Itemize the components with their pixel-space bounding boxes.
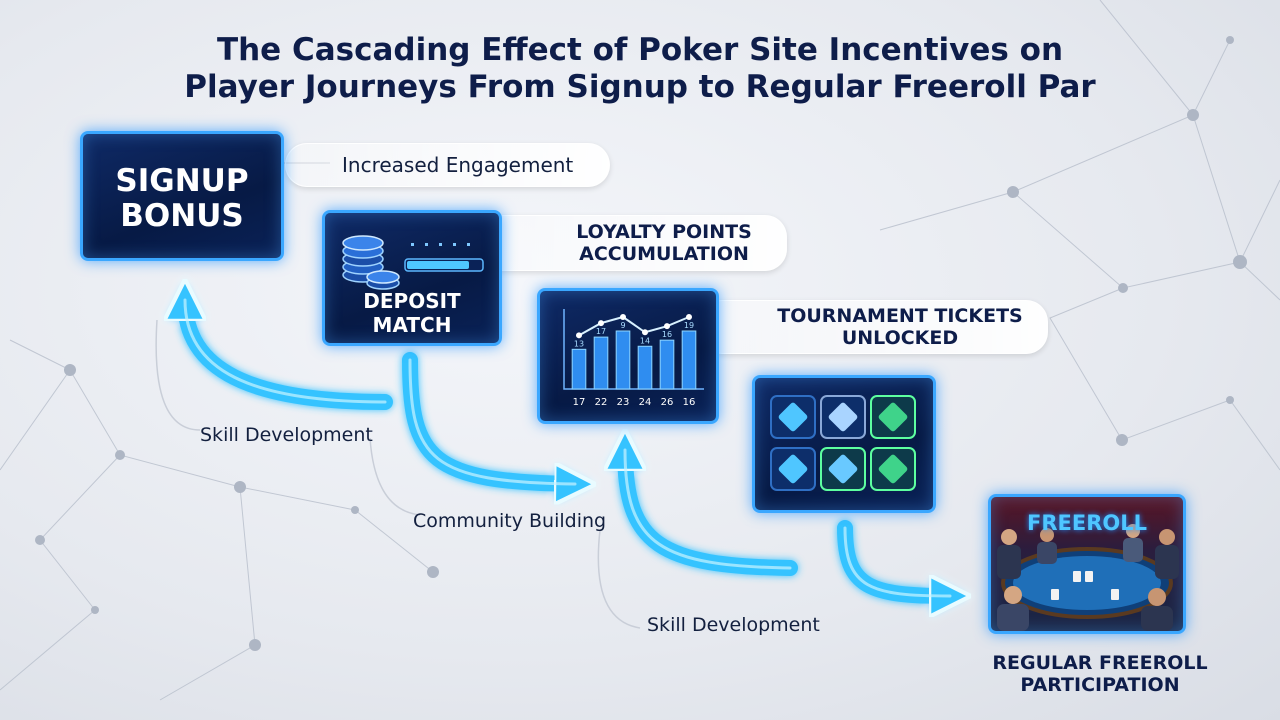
- path-label-skill-2: Skill Development: [647, 614, 820, 636]
- diagram-title: The Cascading Effect of Poker Site Incen…: [140, 32, 1140, 106]
- chart-bar-label: 13: [574, 339, 584, 348]
- signup-line-2: BONUS: [120, 198, 244, 234]
- chart-point: [686, 314, 692, 320]
- node-freeroll-table: FREEROLL: [988, 494, 1186, 634]
- callout-tickets-line1: TOURNAMENT TICKETS: [777, 305, 1023, 327]
- arrow-tickets-to-freeroll: [837, 520, 950, 596]
- chart-axis: [563, 309, 704, 390]
- node-loyalty-chart: 13 17 17 22 9 23 14 24 16 26 19 16: [537, 288, 719, 424]
- callout-engagement: [285, 143, 610, 187]
- chart-x-tick: 17: [573, 397, 586, 408]
- chart-x-tick: 16: [683, 397, 696, 408]
- chart-bar: [593, 336, 609, 390]
- chart-bar: [659, 339, 675, 390]
- callout-loyalty-line1: LOYALTY POINTS: [576, 221, 752, 243]
- chart-bar-label: 19: [684, 321, 694, 330]
- callout-engagement-text: Increased Engagement: [342, 153, 574, 177]
- chart-x-tick: 24: [639, 397, 652, 408]
- deposit-line-2: MATCH: [372, 313, 452, 337]
- callout-tickets: [700, 300, 1048, 354]
- chart-trend-line: [578, 315, 690, 337]
- title-line-2: Player Journeys From Signup to Regular F…: [184, 69, 1096, 105]
- chart-x-tick: 26: [661, 397, 674, 408]
- signup-bonus-label: SIGNUP BONUS: [83, 164, 281, 234]
- chart-bar: [615, 330, 631, 390]
- ticket-tile: [820, 395, 866, 439]
- chart-bar-label: 14: [640, 336, 650, 345]
- chart-x-tick: 23: [617, 397, 630, 408]
- ticket-tile: [770, 447, 816, 491]
- chart-point: [576, 332, 582, 339]
- node-tournament-tickets: [752, 375, 936, 513]
- poker-table-illustration: [997, 524, 1179, 631]
- network-nodes: [35, 36, 1247, 651]
- final-line-1: REGULAR FREEROLL: [992, 652, 1208, 674]
- signup-line-1: SIGNUP: [115, 163, 249, 199]
- chart-x-tick: 22: [595, 397, 608, 408]
- chart-point: [664, 323, 670, 330]
- freeroll-sign: FREEROLL: [1027, 511, 1147, 535]
- player-figures: [997, 524, 1179, 631]
- callout-tickets-line2: UNLOCKED: [841, 327, 959, 349]
- chip-stack-icon: [342, 235, 484, 290]
- callout-loyalty-text: LOYALTY POINTS ACCUMULATION: [545, 221, 783, 265]
- chart-bar: [637, 345, 653, 390]
- ticket-tile: [820, 447, 866, 491]
- chart-bar-label: 17: [596, 327, 606, 336]
- callout-tickets-text: TOURNAMENT TICKETS UNLOCKED: [760, 305, 1040, 349]
- deposit-line-1: DEPOSIT: [363, 289, 461, 313]
- path-label-community: Community Building: [413, 510, 607, 532]
- path-label-skill-1: Skill Development: [200, 424, 373, 446]
- chart-point: [620, 314, 626, 320]
- title-line-1: The Cascading Effect of Poker Site Incen…: [216, 32, 1064, 68]
- node-signup-bonus: SIGNUP BONUS: [80, 131, 284, 261]
- final-participation-label: REGULAR FREEROLL PARTICIPATION: [940, 652, 1260, 696]
- deposit-match-label: DEPOSIT MATCH: [325, 289, 499, 337]
- ticket-tile: [770, 395, 816, 439]
- chart-bar: [571, 348, 587, 390]
- chart-bar-label: 9: [620, 321, 625, 330]
- chart-bar-label: 16: [662, 330, 672, 339]
- callout-loyalty: [475, 215, 787, 271]
- callout-loyalty-line2: ACCUMULATION: [579, 243, 749, 265]
- chart-bar: [681, 330, 697, 390]
- loyalty-bar-chart: 13 17 17 22 9 23 14 24 16 26 19 16: [563, 309, 704, 408]
- chart-point: [598, 320, 604, 327]
- ticket-tile: [870, 395, 916, 439]
- chart-point: [642, 329, 648, 336]
- ticket-tile: [870, 447, 916, 491]
- ticket-grid: [770, 395, 916, 491]
- final-line-2: PARTICIPATION: [1020, 674, 1180, 696]
- node-deposit-match: DEPOSIT MATCH: [322, 210, 502, 346]
